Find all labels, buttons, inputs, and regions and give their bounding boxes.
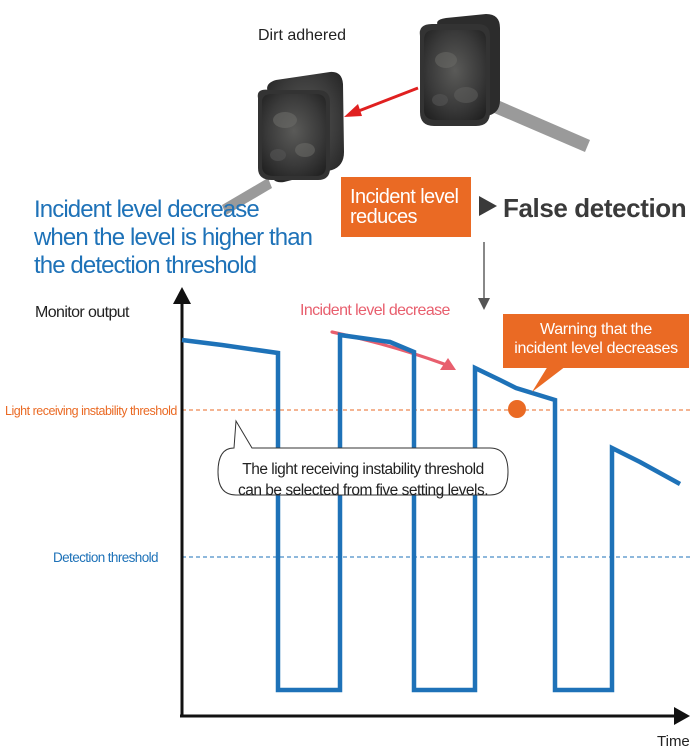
note-line-1: The light receiving instability threshol… (242, 461, 484, 478)
y-axis (173, 287, 191, 716)
note-callout (217, 419, 509, 496)
false-detection-text: False detection (503, 193, 687, 223)
headline-line-1: Incident level decrease (34, 196, 260, 223)
warning-line-2: incident level decreases (514, 340, 678, 357)
incident-reduces-line-1: Incident level (350, 186, 459, 208)
note-text: The light receiving instability threshol… (218, 459, 508, 501)
monitor-output-waveform (181, 332, 682, 693)
detection-threshold-label: Detection threshold (53, 550, 159, 565)
arrow-down-icon (478, 242, 490, 310)
sensor-emitter-icon (222, 71, 344, 215)
incident-reduces-box: Incident level reduces (341, 177, 471, 237)
incident-reduces-line-2: reduces (350, 206, 418, 228)
warning-callout-pointer (532, 366, 566, 392)
headline-line-2: when the level is higher than (34, 224, 313, 251)
incident-decrease-label: Incident level decrease (300, 302, 450, 319)
triangle-right-icon (479, 196, 497, 216)
dirt-adhered-label: Dirt adhered (258, 27, 347, 44)
false-detection-label: False detection (479, 193, 687, 224)
note-line-2: can be selected from five setting levels… (237, 482, 489, 499)
headline: Incident level decrease when the level i… (34, 196, 313, 280)
headline-line-3: the detection threshold (34, 252, 257, 279)
monitor-output-label: Monitor output (35, 304, 129, 321)
x-axis (180, 707, 690, 725)
instability-threshold-label: Light receiving instability threshold (5, 404, 177, 418)
sensor-receiver-icon (419, 14, 590, 152)
warning-box: Warning that the incident level decrease… (503, 314, 689, 368)
arrow-left-icon (344, 86, 419, 117)
warning-dot-icon (508, 400, 526, 418)
warning-line-1: Warning that the (539, 321, 652, 338)
time-axis-label: Time (657, 733, 690, 750)
